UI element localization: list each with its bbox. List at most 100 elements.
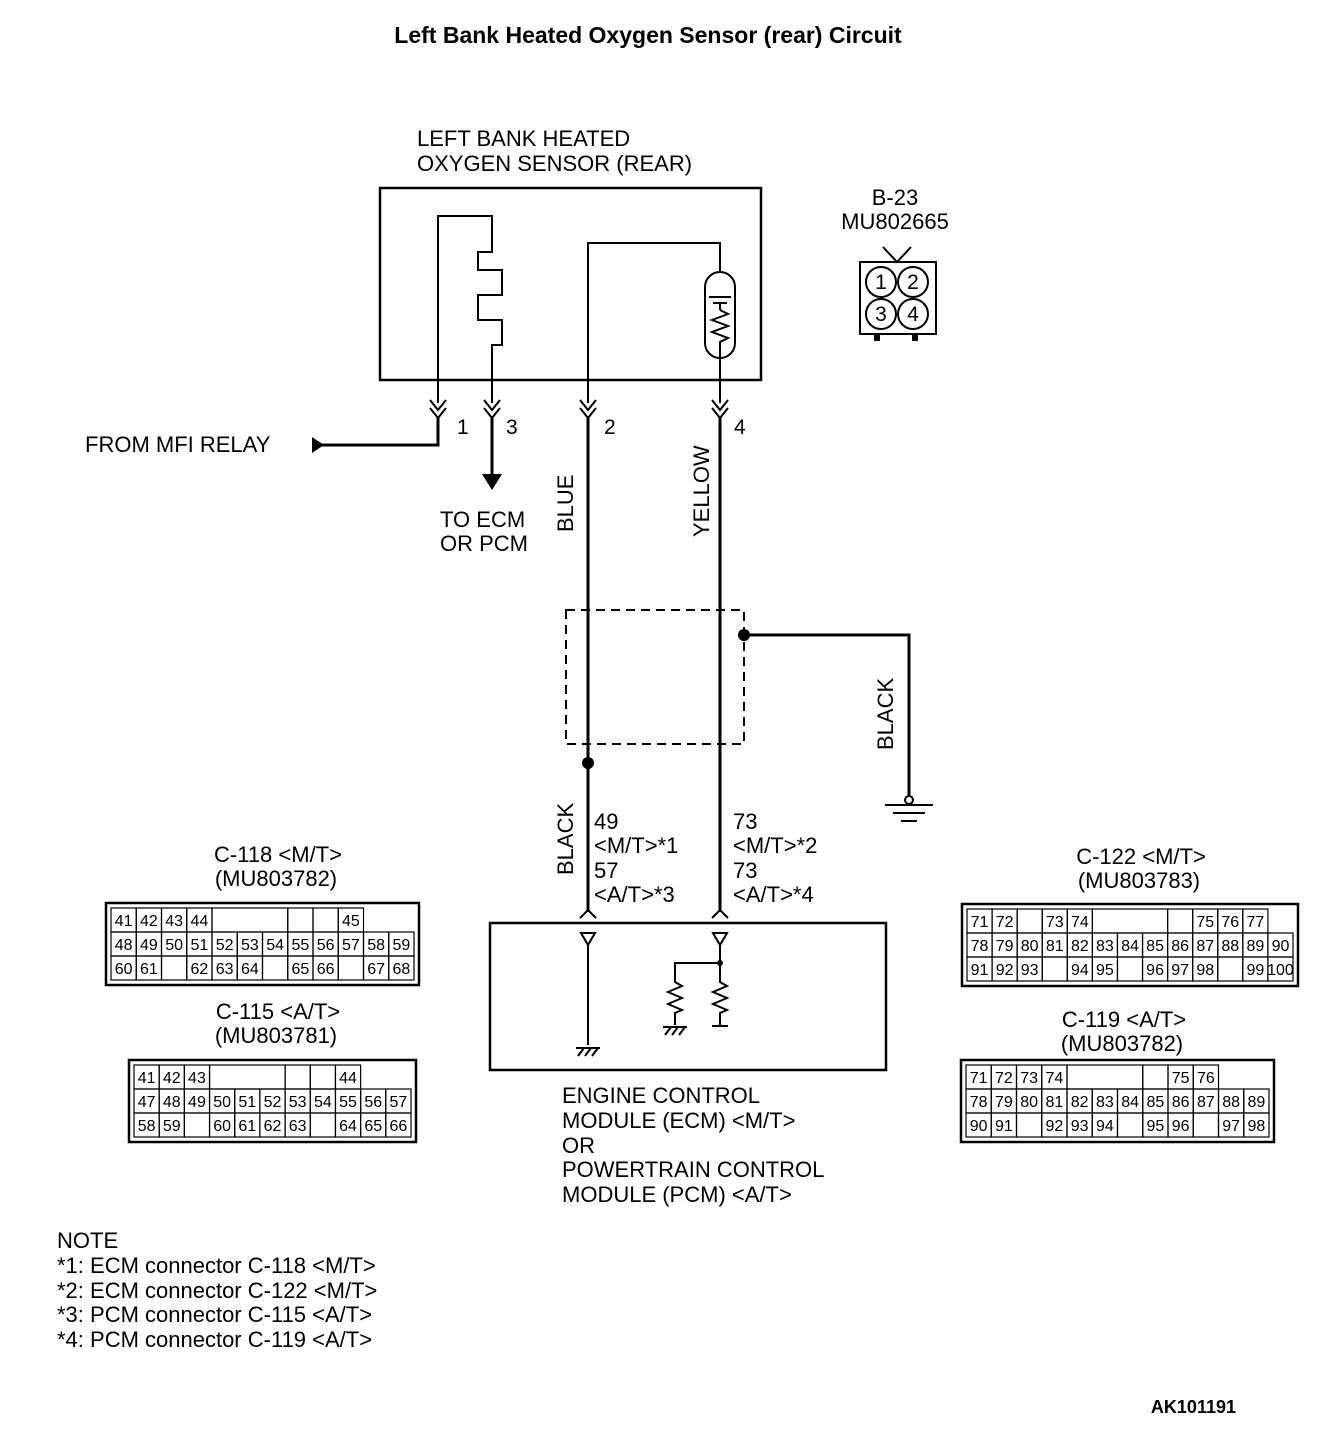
ecm-label-line5: MODULE (PCM) <A/T> <box>562 1182 792 1207</box>
connector-pin-number: 55 <box>339 1094 357 1111</box>
connector-pin-number: 67 <box>367 961 385 978</box>
b23-lock-tab <box>882 246 912 264</box>
ecm-label-line1: ENGINE CONTROL <box>562 1083 760 1108</box>
connector-cell <box>1015 1112 1043 1138</box>
note-heading: NOTE <box>57 1228 118 1253</box>
connector-pin-number: 95 <box>1096 962 1114 979</box>
connector-pin-number: 52 <box>264 1094 282 1111</box>
connector-pin-number: 83 <box>1096 938 1114 955</box>
connector-cell <box>312 907 339 933</box>
connector-pin-number: 76 <box>1197 1070 1215 1087</box>
sensor-label-line1: LEFT BANK HEATED <box>417 126 630 151</box>
connector-pin-number: 96 <box>1146 962 1164 979</box>
connector-pin-number: 97 <box>1222 1118 1240 1135</box>
figure-code: AK101191 <box>1151 1397 1236 1417</box>
connector-pin-number: 41 <box>138 1070 156 1087</box>
ground-icon <box>885 795 933 822</box>
note-item: *3: PCM connector C-115 <A/T> <box>57 1302 372 1327</box>
connector-pin-number: 89 <box>1246 938 1264 955</box>
ecm-label-line2: MODULE (ECM) <M/T> <box>562 1108 795 1133</box>
connector-cell <box>1116 956 1144 982</box>
connector-pin-number: 90 <box>970 1118 988 1135</box>
connector-pin-number: 55 <box>291 937 309 954</box>
connector-pin-number: 96 <box>1172 1118 1190 1135</box>
connector-cell <box>208 1064 286 1090</box>
connector-pin-number: 57 <box>342 937 360 954</box>
connector-pin-number: 75 <box>1172 1070 1190 1087</box>
connector-pin-number: 44 <box>339 1070 357 1087</box>
pin-3-label: 3 <box>506 416 518 439</box>
ecm-internal-ground-icon <box>576 1047 600 1057</box>
connector-pin-number: 53 <box>289 1094 307 1111</box>
connector-pin-number: 58 <box>138 1118 156 1135</box>
connector-cell <box>1167 908 1194 934</box>
connector-pin-number: 45 <box>342 913 360 930</box>
connector-b23: B-23 MU802665 1 2 3 4 <box>841 185 949 341</box>
connector-pin-number: 91 <box>995 1118 1013 1135</box>
wire-color-black-signal: BLACK <box>553 803 578 875</box>
c115-part: (MU803781) <box>215 1023 337 1048</box>
connector-pin-number: 83 <box>1096 1094 1114 1111</box>
connector-pin-number: 54 <box>266 937 284 954</box>
connector-outline <box>959 1058 1276 1144</box>
connector-pin-number: 90 <box>1272 938 1290 955</box>
connector-pin-number: 94 <box>1071 962 1089 979</box>
connector-pin-number: 65 <box>364 1118 382 1135</box>
connector-pin-number: 92 <box>996 962 1014 979</box>
connector-cell <box>1267 956 1294 982</box>
wire-color-black-shield: BLACK <box>873 678 898 750</box>
connector-pin-number: 91 <box>971 962 989 979</box>
connector-pin-number: 57 <box>390 1094 408 1111</box>
connector-pin-number: 61 <box>238 1118 256 1135</box>
heater-element <box>437 215 503 403</box>
connector-pin-number: 44 <box>190 913 208 930</box>
connector-pin-number: 98 <box>1196 962 1214 979</box>
connector-pin-number: 81 <box>1045 1094 1063 1111</box>
c118-id: C-118 <M/T> <box>214 842 342 867</box>
connector-cell <box>160 955 188 981</box>
connector-outline <box>104 901 421 987</box>
shield-box <box>565 609 745 745</box>
ecm-term-right-2: <M/T>*2 <box>733 833 817 858</box>
connector-pin-number: 43 <box>188 1070 206 1087</box>
ecm-label-line3: OR <box>562 1133 595 1158</box>
oxygen-sensor: LEFT BANK HEATED OXYGEN SENSOR (REAR) <box>378 126 763 403</box>
connector-outline <box>960 902 1300 988</box>
connector-cell <box>1142 1064 1169 1090</box>
diagram-title: Left Bank Heated Oxygen Sensor (rear) Ci… <box>394 22 902 48</box>
ecm-module <box>488 921 888 1072</box>
connector-pin-number: 94 <box>1096 1118 1114 1135</box>
ecm-chevron-left <box>579 908 597 919</box>
connector-pin-number: 82 <box>1071 938 1089 955</box>
pin-1-label: 1 <box>457 416 469 439</box>
connector-pin-number: 62 <box>264 1118 282 1135</box>
ecm-term-right-1: 73 <box>733 809 757 834</box>
note-item: *2: ECM connector C-122 <M/T> <box>57 1278 377 1303</box>
connector-cell <box>1091 908 1169 934</box>
connector-pin-number: 71 <box>970 1070 988 1087</box>
b23-pin-2: 2 <box>907 271 919 294</box>
connector-cell <box>1116 1112 1144 1138</box>
connector-pin-number: 80 <box>1021 938 1039 955</box>
connector-cell <box>261 955 289 981</box>
connector-cell <box>1016 908 1043 934</box>
connector-pin-number: 49 <box>140 937 158 954</box>
connector-pin-number: 100 <box>1267 962 1294 979</box>
connector-pin-number: 97 <box>1171 962 1189 979</box>
connector-pin-number: 42 <box>163 1070 181 1087</box>
arrow-down-icon <box>482 474 502 490</box>
connector-pin-number: 56 <box>317 937 335 954</box>
connector-cell <box>309 1112 337 1138</box>
connector-pin-number: 53 <box>241 937 259 954</box>
connector-pin-number: 56 <box>364 1094 382 1111</box>
connector-pin-number: 79 <box>996 938 1014 955</box>
connector-pin-number: 42 <box>140 913 158 930</box>
connector-pin-number: 58 <box>367 937 385 954</box>
c122-id: C-122 <M/T> <box>1076 844 1206 869</box>
ecm-term-right-4: <A/T>*4 <box>733 882 814 907</box>
connector-pin-number: 89 <box>1247 1094 1265 1111</box>
connector-pin-number: 84 <box>1121 1094 1139 1111</box>
